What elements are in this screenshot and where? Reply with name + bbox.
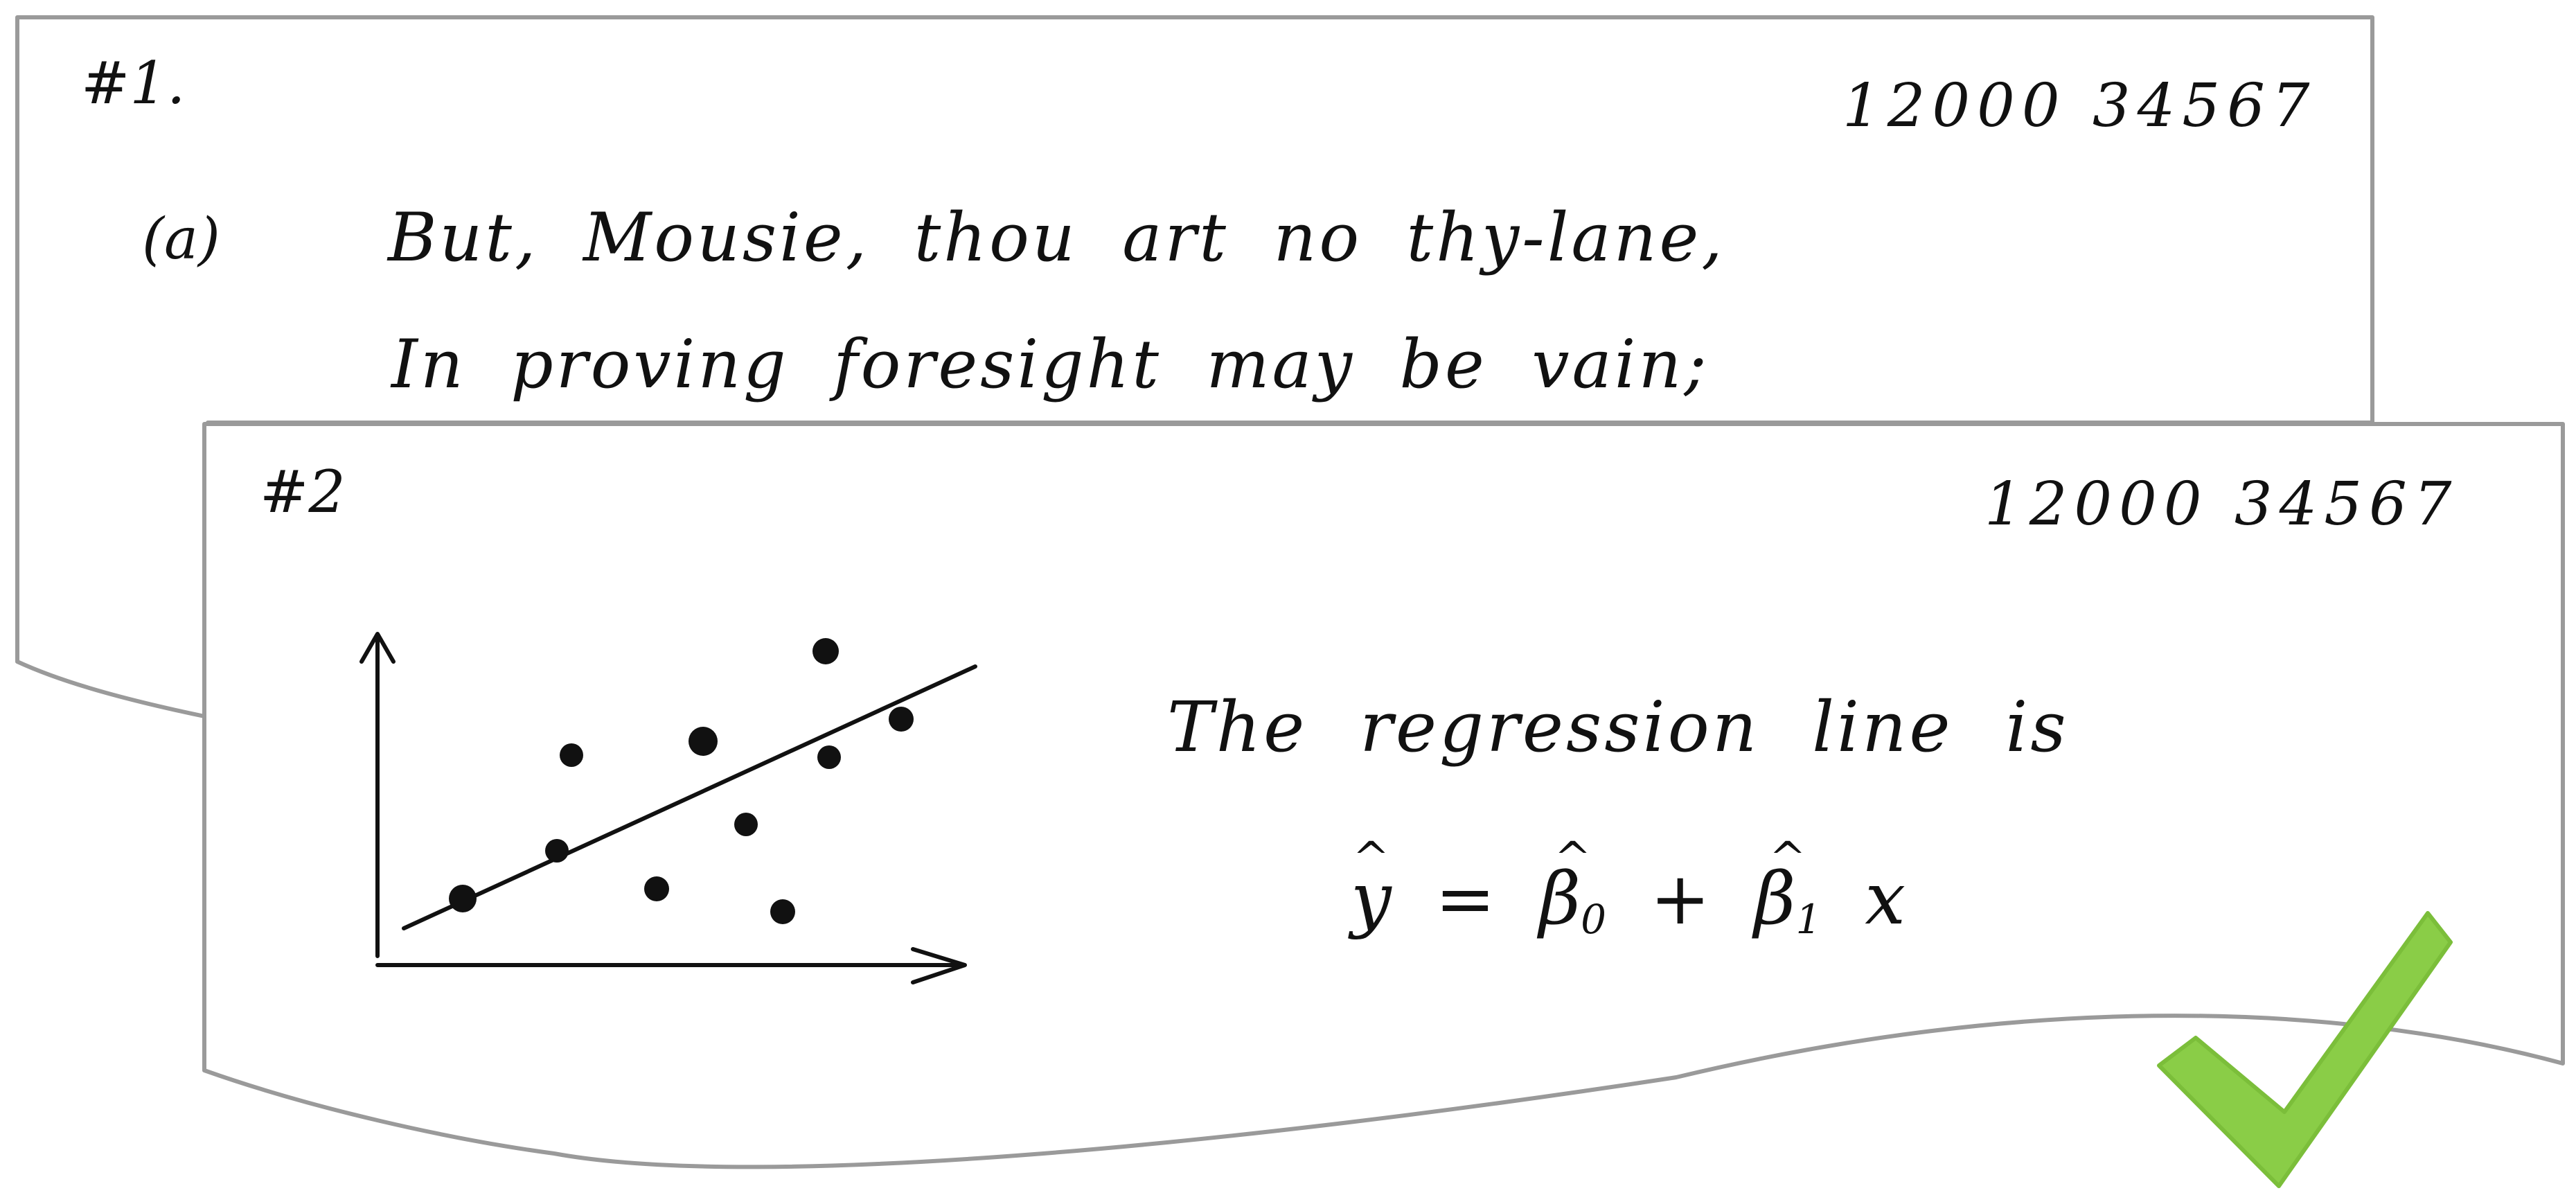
sheet-2-outline <box>202 422 2565 1169</box>
part-a-label: (a) <box>142 206 220 272</box>
formula-sub-1: 1 <box>1795 896 1822 943</box>
data-point <box>689 727 718 756</box>
student-id-1: 12000 34567 <box>1842 71 2317 141</box>
formula-sub-0: 0 <box>1581 896 1607 943</box>
text-line-2: In proving foresight may be vain; <box>391 326 1709 403</box>
question-1-label: #1. <box>81 49 186 117</box>
data-point <box>449 885 477 912</box>
regression-line <box>402 664 977 930</box>
student-id-2: 12000 34567 <box>1984 470 2459 539</box>
beta-1-hat: ^β1 <box>1754 836 1821 939</box>
answer-text: The regression line is <box>1167 687 2069 768</box>
scatter-points <box>449 638 914 924</box>
formula-beta: β <box>1754 856 1796 941</box>
data-point <box>770 899 795 924</box>
data-point <box>817 745 841 769</box>
regression-formula: ^y = ^β0 + ^β1 x <box>1351 836 1906 939</box>
formula-plus: + <box>1650 856 1711 941</box>
y-axis <box>359 632 396 958</box>
hat-mark: ^ <box>1554 833 1592 884</box>
data-point <box>812 638 839 664</box>
hat-mark: ^ <box>1769 833 1806 884</box>
data-point <box>560 743 583 767</box>
data-point <box>889 707 914 732</box>
scatter-plot <box>359 632 977 984</box>
y-hat: ^y <box>1351 836 1392 935</box>
formula-y: y <box>1351 856 1392 941</box>
data-point <box>644 876 669 901</box>
x-axis <box>375 947 967 984</box>
question-2-label: #2 <box>260 458 346 526</box>
check-mark-icon <box>2157 911 2453 1188</box>
formula-equals: = <box>1434 856 1495 941</box>
text-line-1: But, Mousie, thou art no thy-lane, <box>388 199 1725 276</box>
data-point <box>734 813 758 836</box>
formula-x: x <box>1865 856 1906 941</box>
beta-0-hat: ^β0 <box>1539 836 1606 939</box>
data-point <box>545 839 569 863</box>
hat-mark: ^ <box>1352 833 1390 884</box>
formula-beta: β <box>1539 856 1581 941</box>
